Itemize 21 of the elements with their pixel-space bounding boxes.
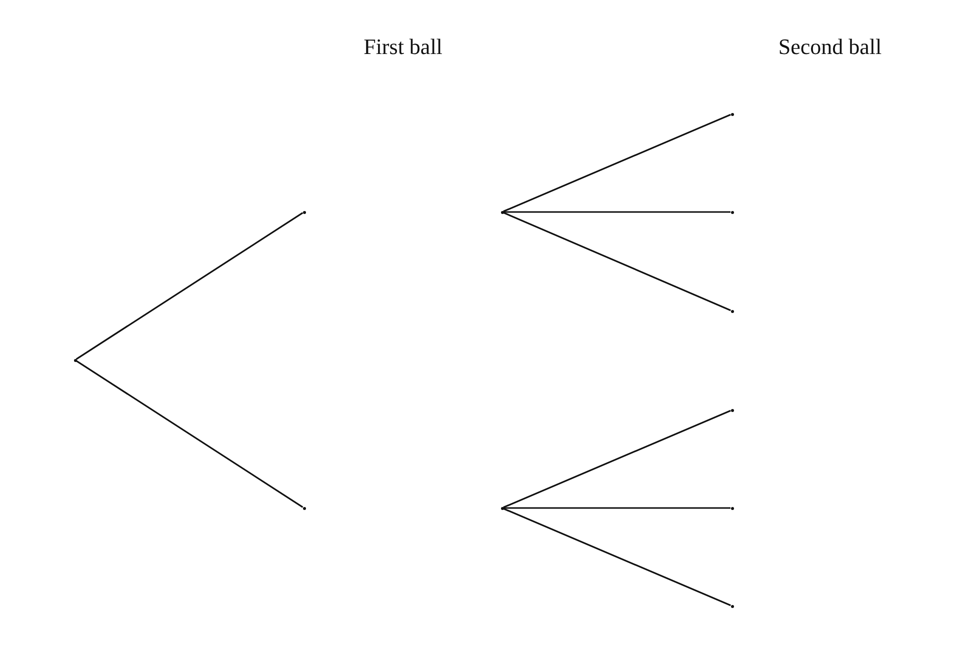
branch-point xyxy=(730,210,734,214)
branch-point xyxy=(500,210,504,214)
tree-branch-line xyxy=(504,507,730,509)
tree-branch-line xyxy=(504,211,730,213)
tree-branch-line xyxy=(503,114,731,212)
tree-branch-line xyxy=(503,212,731,312)
branch-point xyxy=(730,310,734,312)
branch-point xyxy=(730,506,734,510)
branch-point xyxy=(302,210,306,214)
column-heading: Second ball xyxy=(778,34,882,60)
branch-point xyxy=(730,408,734,412)
branch-point xyxy=(500,506,504,510)
branch-point xyxy=(302,506,306,510)
branch-point xyxy=(74,358,76,362)
column-heading: First ball xyxy=(364,34,442,60)
branch-point xyxy=(730,112,734,116)
tree-branch-line xyxy=(76,212,304,360)
branch-point xyxy=(730,604,734,608)
tree-branch-line xyxy=(503,410,731,508)
tree-branch-line xyxy=(76,360,304,508)
tree-branch-line xyxy=(503,508,731,606)
